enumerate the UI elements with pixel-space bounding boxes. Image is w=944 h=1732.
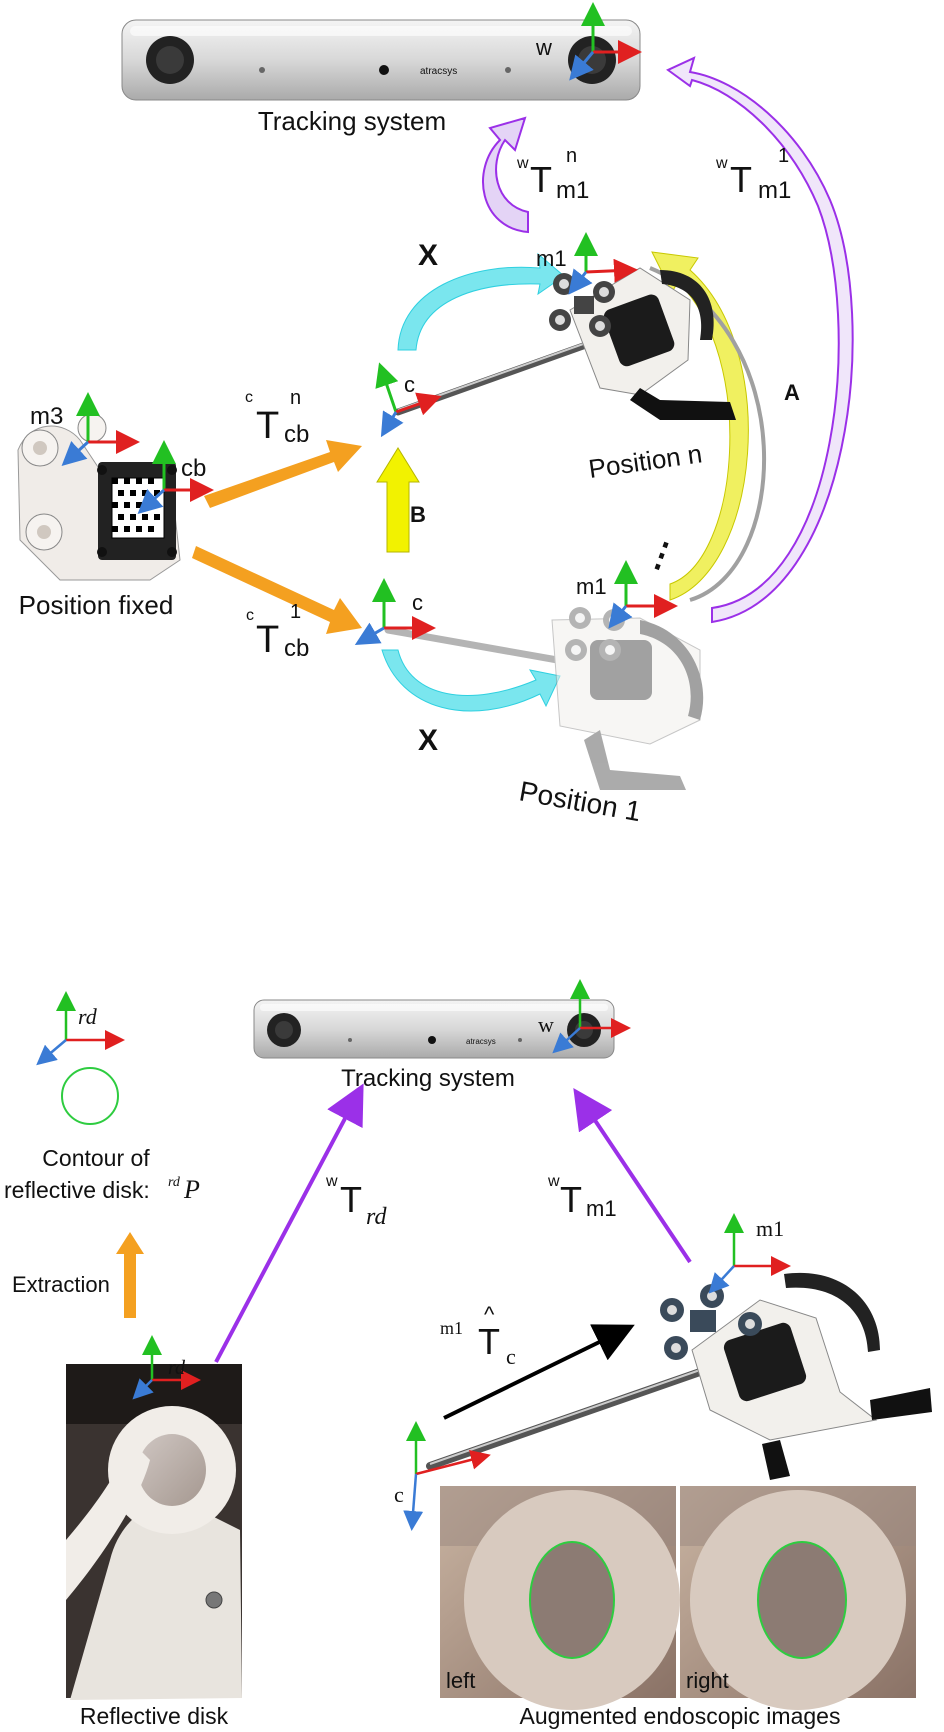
- frame-rd-photo-axes: [132, 1335, 201, 1400]
- transform-m1Tc-presup: m1: [440, 1318, 463, 1338]
- reflective-disk-caption: Reflective disk: [80, 1703, 229, 1729]
- transform-wTm1-base: T: [560, 1179, 582, 1220]
- transform-wTm1n: w T n m1: [516, 145, 589, 204]
- transform-wTrd-sub: rd: [366, 1204, 387, 1230]
- label-x-bottom: X: [418, 724, 438, 757]
- orange-arrow-cTcb1: [192, 546, 362, 634]
- tracking-system-label-top: Tracking system: [258, 106, 446, 136]
- position-n-label: Position n: [587, 438, 704, 484]
- purple-arrow-wTrd: [214, 1083, 364, 1363]
- frame-c-label-mid: c: [412, 590, 423, 615]
- transform-wTm1-1-sub: m1: [758, 177, 791, 204]
- ellipsis-dots: ⋮: [639, 532, 684, 579]
- transform-wTm1: w T m1: [547, 1173, 617, 1221]
- transform-cTcbn-presup: c: [245, 389, 253, 406]
- orange-arrow-extraction: [116, 1232, 144, 1318]
- purple-arrow-wTm1: [573, 1088, 692, 1264]
- transform-m1Tc-base: T: [478, 1321, 500, 1362]
- transform-cTcb1-presup: c: [246, 607, 254, 624]
- transform-cTcbn-sup: n: [290, 387, 301, 409]
- frame-c-label-top: c: [404, 372, 415, 397]
- transform-wTrd: w T rd: [325, 1173, 387, 1230]
- calibration-board: [17, 413, 181, 581]
- right-image-label: right: [686, 1668, 729, 1693]
- frame-m1-label-mid: m1: [576, 574, 607, 599]
- orange-arrow-cTcbn: [204, 440, 362, 508]
- transform-wTrd-base: T: [340, 1179, 362, 1220]
- transform-cTcb1: c T 1 cb: [246, 601, 309, 662]
- transform-cTcb1-sup: 1: [290, 601, 301, 623]
- frame-m1-axes-mid: [608, 560, 678, 629]
- endoscopic-image-left: left: [440, 1486, 680, 1710]
- transform-wTm1n-presup: w: [516, 155, 529, 172]
- contour-symbol-pre: rd: [168, 1175, 181, 1190]
- frame-m3-axes: [61, 392, 140, 467]
- transform-m1Tc-hat: ^: [484, 1302, 495, 1327]
- frame-w-axes-top: [569, 2, 642, 81]
- reflective-disk-photo: [66, 1364, 242, 1700]
- frame-m1-label-bottom: m1: [756, 1216, 784, 1241]
- transform-cTcb1-sub: cb: [284, 635, 309, 662]
- purple-arrow-wTm1n: [482, 116, 529, 234]
- transform-wTm1n-sub: m1: [556, 177, 589, 204]
- transform-cTcb1-base: T: [256, 619, 279, 661]
- frame-cb-label: cb: [181, 455, 206, 482]
- frame-m1-axes-top: [568, 232, 638, 295]
- position-fixed-label: Position fixed: [19, 590, 174, 620]
- frame-cb-axes: [137, 440, 214, 515]
- tracker-brand-bottom: atracsys: [466, 1037, 496, 1046]
- purple-arrow-wTm1-1: [666, 56, 854, 624]
- black-arrow-m1Tc: [443, 1324, 635, 1420]
- endoscope-position-1: [384, 607, 704, 790]
- frame-m1-axes-bottom: [708, 1213, 791, 1294]
- frame-w-label-bottom: w: [538, 1012, 554, 1037]
- tracker-device-bottom: atracsys: [253, 999, 615, 1059]
- frame-w-label-top: w: [535, 35, 552, 60]
- label-a: A: [784, 380, 800, 405]
- yellow-arrow-a: [651, 251, 749, 601]
- label-x-top: X: [418, 239, 438, 272]
- frame-c-axes-top: [375, 362, 442, 438]
- transform-wTm1-1: w T 1 m1: [715, 145, 791, 204]
- transform-wTm1-presup: w: [547, 1173, 560, 1190]
- tracker-brand-top: atracsys: [420, 66, 457, 77]
- contour-symbol: P: [183, 1175, 200, 1204]
- endoscopic-image-right: right: [680, 1486, 916, 1710]
- frame-m1-label-top: m1: [536, 246, 567, 271]
- frame-c-axes-mid: [354, 578, 436, 646]
- transform-cTcbn-base: T: [256, 405, 279, 447]
- contour-label-line1: Contour of: [42, 1145, 150, 1171]
- endoscope-bottom: [426, 1272, 932, 1480]
- tracking-system-label-bottom: Tracking system: [341, 1065, 515, 1092]
- contour-label-line2: reflective disk:: [4, 1177, 150, 1203]
- frame-rd-axes: [36, 991, 125, 1066]
- left-image-label: left: [446, 1668, 475, 1693]
- frame-c-axes-bottom: [403, 1421, 491, 1531]
- transform-wTrd-presup: w: [325, 1173, 338, 1190]
- augmented-caption: Augmented endoscopic images: [520, 1703, 841, 1729]
- transform-m1Tc: m1 T ^ c: [440, 1302, 516, 1369]
- yellow-arrow-b: [376, 447, 420, 553]
- transform-wTm1-1-sup: 1: [778, 145, 789, 167]
- tracker-device-top: atracsys: [121, 19, 641, 101]
- frame-rd-label: rd: [78, 1004, 98, 1029]
- frame-rd-photo-label: rd: [168, 1357, 186, 1379]
- frame-w-axes-bottom: [552, 979, 631, 1054]
- frame-c-label-bottom: c: [394, 1482, 404, 1507]
- transform-wTm1-1-presup: w: [715, 155, 728, 172]
- transform-wTm1n-sup: n: [566, 145, 577, 167]
- extraction-label: Extraction: [12, 1272, 110, 1297]
- transform-wTm1n-base: T: [530, 159, 552, 200]
- contour-circle: [61, 1067, 119, 1125]
- transform-cTcbn: c T n cb: [245, 387, 309, 448]
- transform-cTcbn-sub: cb: [284, 421, 309, 448]
- endoscope-position-n: [394, 267, 736, 420]
- transform-wTm1-sub: m1: [586, 1196, 617, 1221]
- label-b: B: [410, 502, 426, 527]
- transform-m1Tc-sub: c: [506, 1344, 516, 1369]
- transform-wTm1-1-base: T: [730, 159, 752, 200]
- frame-m3-label: m3: [30, 403, 63, 430]
